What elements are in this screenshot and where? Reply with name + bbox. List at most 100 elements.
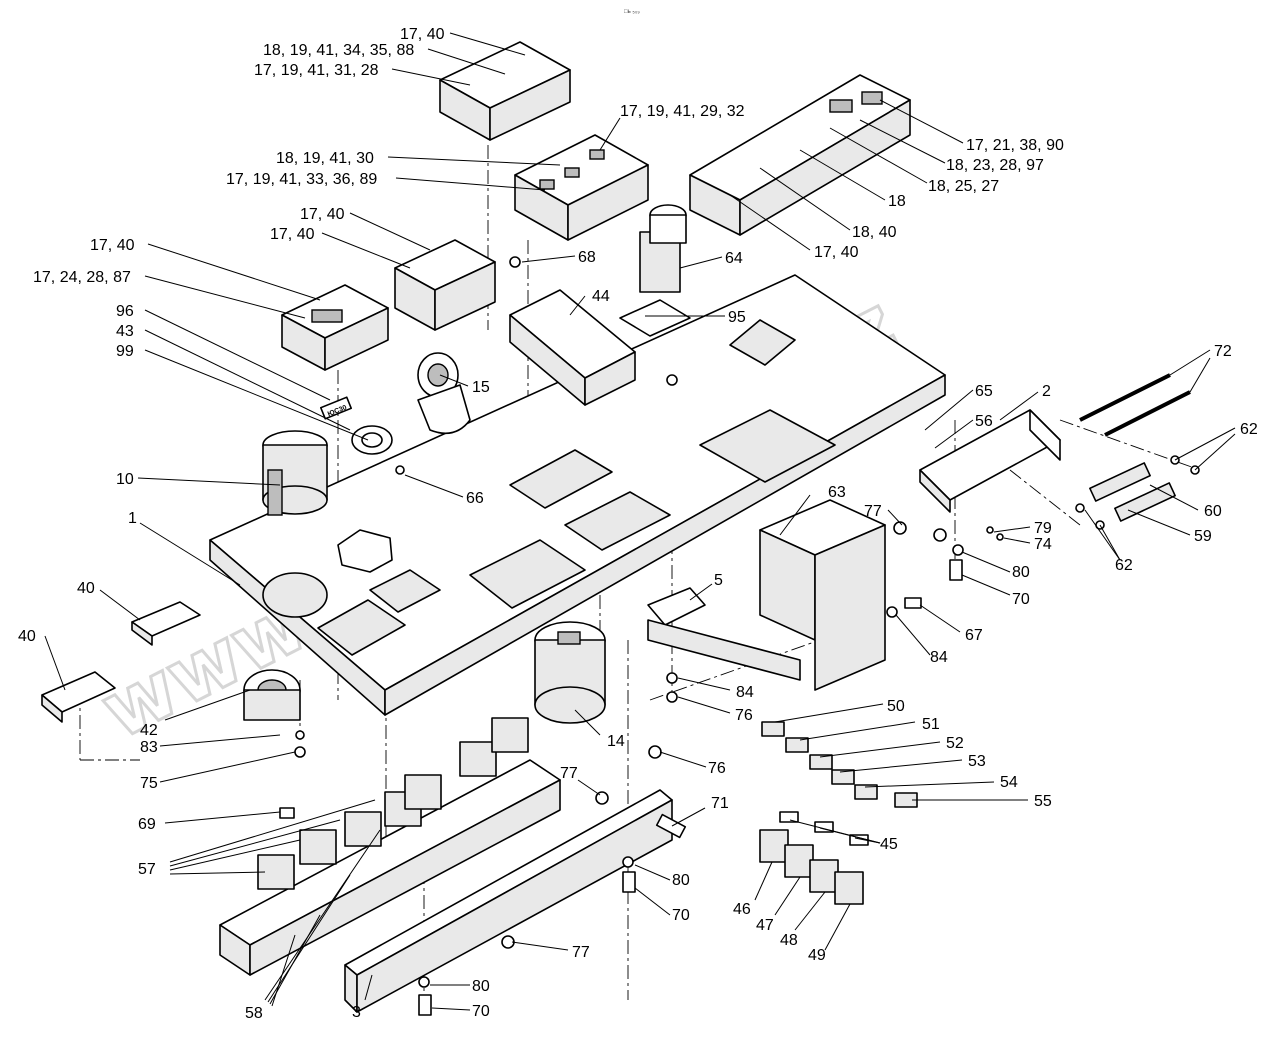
callout-51: 51 [922,716,940,733]
callout-65: 65 [975,383,993,400]
callout-49: 49 [808,947,826,964]
callout-40-a: 40 [77,580,95,597]
callout-83: 83 [140,739,158,756]
bracket-5 [647,587,801,681]
relay-block-46-49 [759,811,869,905]
callout-17-40-left: 17, 40 [90,237,135,254]
callout-45: 45 [880,836,898,853]
console-panel [209,274,946,716]
callout-77-b: 77 [560,765,578,782]
gauge-10 [262,430,328,516]
callout-14: 14 [607,733,625,750]
callout-17-19-41-33-36-89: 17, 19, 41, 33, 36, 89 [226,171,377,188]
callout-80-a: 80 [1012,564,1030,581]
callout-60: 60 [1204,503,1222,520]
callout-84-b: 84 [736,684,754,701]
callout-54: 54 [1000,774,1018,791]
callout-43: 43 [116,323,134,340]
callout-labels: 17, 40 18, 19, 41, 34, 35, 88 17, 19, 41… [18,26,1258,1022]
callout-17-40-right: 17, 40 [814,244,859,261]
callout-67: 67 [965,627,983,644]
callout-70-c: 70 [472,1003,490,1020]
callout-17-24-28-87: 17, 24, 28, 87 [33,269,131,286]
fasteners [279,256,1004,1016]
relays-57 [257,717,529,890]
callout-80-b: 80 [672,872,690,889]
callout-71: 71 [711,795,729,812]
callout-47: 47 [756,917,774,934]
callout-52: 52 [946,735,964,752]
callout-50: 50 [887,698,905,715]
terminal-strip-3 [344,789,673,1013]
callout-68: 68 [578,249,596,266]
callout-18-19-41-34-35-88: 18, 19, 41, 34, 35, 88 [263,42,414,59]
header-mark: □ь ₅₀₉ [624,9,640,15]
connector-42 [243,669,301,721]
leader-lines [44,32,1236,1011]
callout-18-23-28-97: 18, 23, 28, 97 [946,157,1044,174]
callout-18-19-41-30: 18, 19, 41, 30 [276,150,374,167]
callout-95: 95 [728,309,746,326]
callout-18-25-27: 18, 25, 27 [928,178,999,195]
callout-79: 79 [1034,520,1052,537]
callout-2: 2 [1042,383,1051,400]
callout-70-a: 70 [1012,591,1030,608]
callout-84-a: 84 [930,649,948,666]
callout-76-a: 76 [735,707,753,724]
callout-72: 72 [1214,343,1232,360]
callout-57: 57 [138,861,156,878]
callout-46: 46 [733,901,751,918]
callout-17-19-41-31-28: 17, 19, 41, 31, 28 [254,62,379,79]
plug-40-a [131,601,201,646]
callout-58: 58 [245,1005,263,1022]
callout-15: 15 [472,379,490,396]
callout-17-40-mid2: 17, 40 [270,226,315,243]
callout-77-a: 77 [864,503,882,520]
callout-64: 64 [725,250,743,267]
callout-1: 1 [128,510,137,527]
plug-40-b [41,671,116,723]
fuses-50-55 [761,721,918,808]
callout-55: 55 [1034,793,1052,810]
callout-17-19-41-29-32: 17, 19, 41, 29, 32 [620,103,745,120]
control-unit-63 [759,499,886,691]
callout-99: 99 [116,343,134,360]
switch-block-mid [514,134,649,241]
rods-72 [1079,373,1191,437]
callout-74: 74 [1034,536,1052,553]
callout-62-bottom: 62 [1115,557,1133,574]
callout-17-40-top: 17, 40 [400,26,445,43]
switch-block-small-b [281,284,389,371]
callout-96: 96 [116,303,134,320]
callout-75: 75 [140,775,158,792]
switch-block-right [689,74,911,236]
switch-block-small-a [394,239,496,331]
rotary-switch-64 [619,204,691,337]
callout-40-b: 40 [18,628,36,645]
switch-block-top [439,41,571,141]
resistors-59-60 [1075,455,1200,530]
connector-44 [509,289,636,406]
callout-17-21-38-90: 17, 21, 38, 90 [966,137,1064,154]
callout-42: 42 [140,722,158,739]
callout-48: 48 [780,932,798,949]
callout-56: 56 [975,413,993,430]
callout-77-c: 77 [572,944,590,961]
callout-18: 18 [888,193,906,210]
bracket-2 [919,409,1061,513]
callout-62-top: 62 [1240,421,1258,438]
relay-rail-58 [219,759,561,976]
callout-66: 66 [466,490,484,507]
callout-17-40-mid1: 17, 40 [300,206,345,223]
socket-15 [417,352,471,435]
callout-3: 3 [352,1004,361,1021]
mounting-ring-99: ЮС30 [319,396,393,455]
callout-18-40: 18, 40 [852,224,897,241]
callout-70-b: 70 [672,907,690,924]
callout-44: 44 [592,288,610,305]
callout-10: 10 [116,471,134,488]
callout-76-b: 76 [708,760,726,777]
callout-53: 53 [968,753,986,770]
callout-80-c: 80 [472,978,490,995]
